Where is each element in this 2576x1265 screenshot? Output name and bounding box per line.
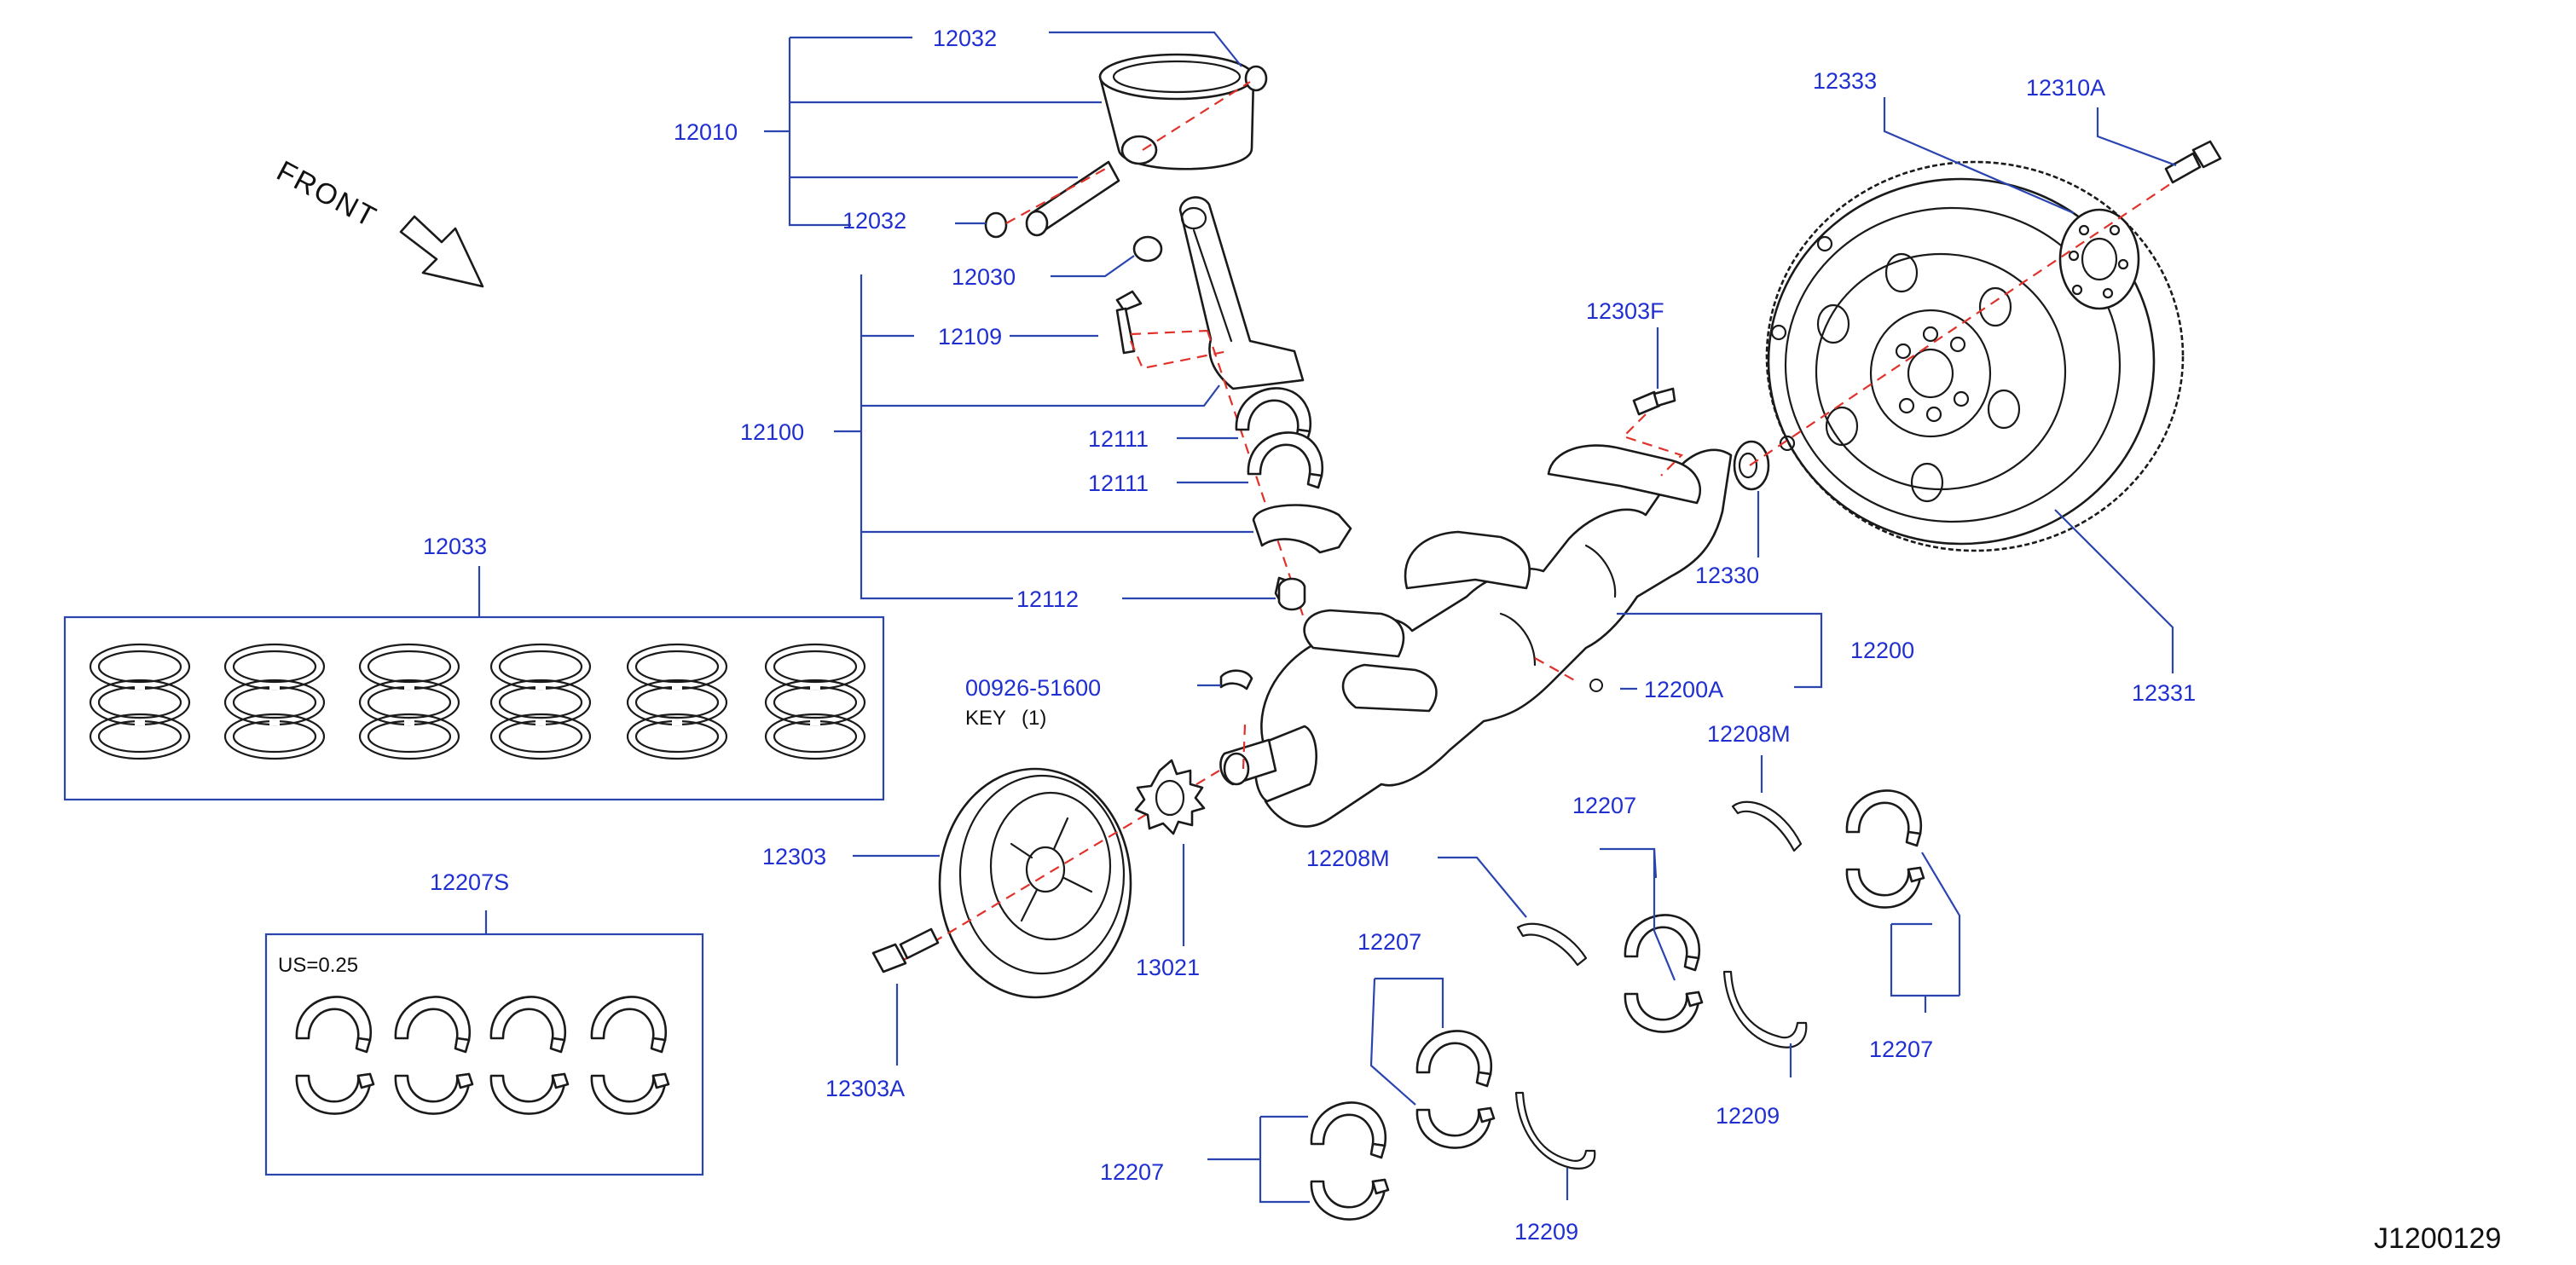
crank-pulley	[903, 767, 1220, 999]
label-key-part-no: 00926-51600	[965, 675, 1101, 701]
label-key-caption: KEY	[965, 707, 1006, 730]
label-flywheel-bolt: 12310A	[2026, 75, 2105, 101]
part-labels: 12032 12010 12032 12030 12109 12100 1211…	[278, 26, 2501, 1255]
rod-bearings	[1235, 387, 1352, 611]
label-pulley-bolt: 12303A	[825, 1076, 905, 1101]
label-main-bearing-b: 12207	[1357, 929, 1421, 955]
label-thrust-lower-b: 12209	[1514, 1219, 1578, 1245]
front-label: FRONT	[271, 155, 382, 234]
crankshaft	[1219, 444, 1733, 828]
main-bearings	[1311, 790, 1924, 1219]
label-pulley: 12303	[762, 844, 826, 869]
label-piston-pin-clip-top: 12032	[933, 26, 997, 51]
label-flywheel: 12331	[2132, 680, 2196, 706]
label-connecting-rod-assy: 12100	[740, 419, 804, 445]
label-piston-pin-clip-bottom: 12032	[842, 208, 906, 234]
label-key-qty: (1)	[1022, 707, 1046, 730]
label-main-bearing-a: 12207	[1572, 793, 1636, 818]
flywheel-bolt	[2164, 140, 2222, 184]
piston-assembly	[984, 53, 1268, 239]
label-piston-assy: 12010	[674, 119, 738, 145]
connecting-rod	[1115, 196, 1305, 616]
diagram-code: J1200129	[2374, 1222, 2501, 1255]
bearing-set-box	[264, 933, 704, 1176]
pulley-bolt	[871, 927, 940, 973]
label-pin-bushing: 12030	[952, 264, 1016, 290]
label-thrust-upper-b: 12208M	[1707, 721, 1791, 747]
label-bearing-set: 12207S	[430, 869, 509, 895]
leader-lines	[478, 31, 2177, 1204]
timing-sprocket	[1134, 759, 1206, 835]
pilot-parts	[1621, 387, 1770, 491]
label-crankshaft: 12200	[1850, 638, 1914, 663]
label-reinforce-plate: 12333	[1813, 68, 1877, 94]
ring-set-box	[63, 615, 885, 801]
label-thrust-lower-a: 12209	[1716, 1103, 1780, 1129]
label-rod-bearing-lower: 12111	[1088, 471, 1149, 496]
front-arrow-icon	[399, 215, 484, 288]
label-main-bearing-d: 12207	[1869, 1037, 1933, 1062]
reinforce-plate	[1749, 182, 2174, 466]
label-pilot-bushing: 12330	[1695, 563, 1759, 588]
label-rod-bolt: 12109	[938, 324, 1002, 349]
crank-key	[1219, 669, 1253, 690]
label-main-bearing-c: 12207	[1100, 1159, 1164, 1185]
label-crank-plug: 12200A	[1644, 677, 1723, 702]
label-thrust-upper-a: 12208M	[1306, 846, 1390, 871]
label-rod-nut: 12112	[1016, 586, 1079, 612]
front-indicator: FRONT	[271, 155, 484, 288]
label-sprocket: 13021	[1136, 955, 1200, 980]
label-pilot-bolt: 12303F	[1586, 298, 1664, 324]
label-rod-bearing-upper: 12111	[1088, 426, 1149, 452]
label-ring-set: 12033	[423, 534, 487, 559]
label-bearing-set-us: US=0.25	[278, 954, 358, 977]
